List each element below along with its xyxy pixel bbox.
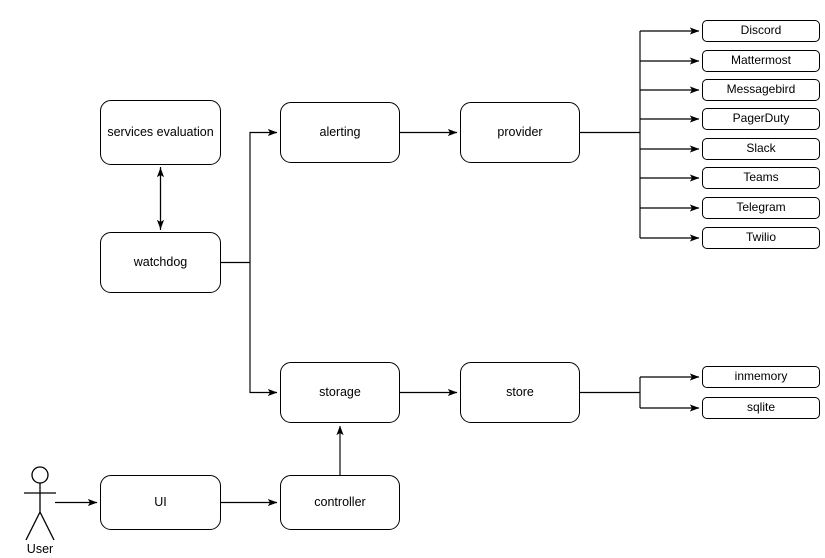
store-node-sqlite[interactable]: sqlite <box>702 397 820 419</box>
actor-user-label: User <box>26 542 54 556</box>
store-node-inmemory[interactable]: inmemory <box>702 366 820 388</box>
provider-node-twilio[interactable]: Twilio <box>702 227 820 249</box>
node-services-evaluation[interactable]: services evaluation <box>100 100 221 165</box>
stick-figure-icon <box>24 466 56 541</box>
node-store[interactable]: store <box>460 362 580 423</box>
node-provider[interactable]: provider <box>460 102 580 163</box>
node-watchdog[interactable]: watchdog <box>100 232 221 293</box>
provider-node-telegram[interactable]: Telegram <box>702 197 820 219</box>
provider-node-discord[interactable]: Discord <box>702 20 820 42</box>
provider-node-slack[interactable]: Slack <box>702 138 820 160</box>
provider-node-messagebird[interactable]: Messagebird <box>702 79 820 101</box>
node-controller[interactable]: controller <box>280 475 400 530</box>
node-ui[interactable]: UI <box>100 475 221 530</box>
provider-node-teams[interactable]: Teams <box>702 167 820 189</box>
provider-node-mattermost[interactable]: Mattermost <box>702 50 820 72</box>
provider-node-pagerduty[interactable]: PagerDuty <box>702 108 820 130</box>
actor-user: User <box>10 462 70 557</box>
node-storage[interactable]: storage <box>280 362 400 423</box>
node-alerting[interactable]: alerting <box>280 102 400 163</box>
